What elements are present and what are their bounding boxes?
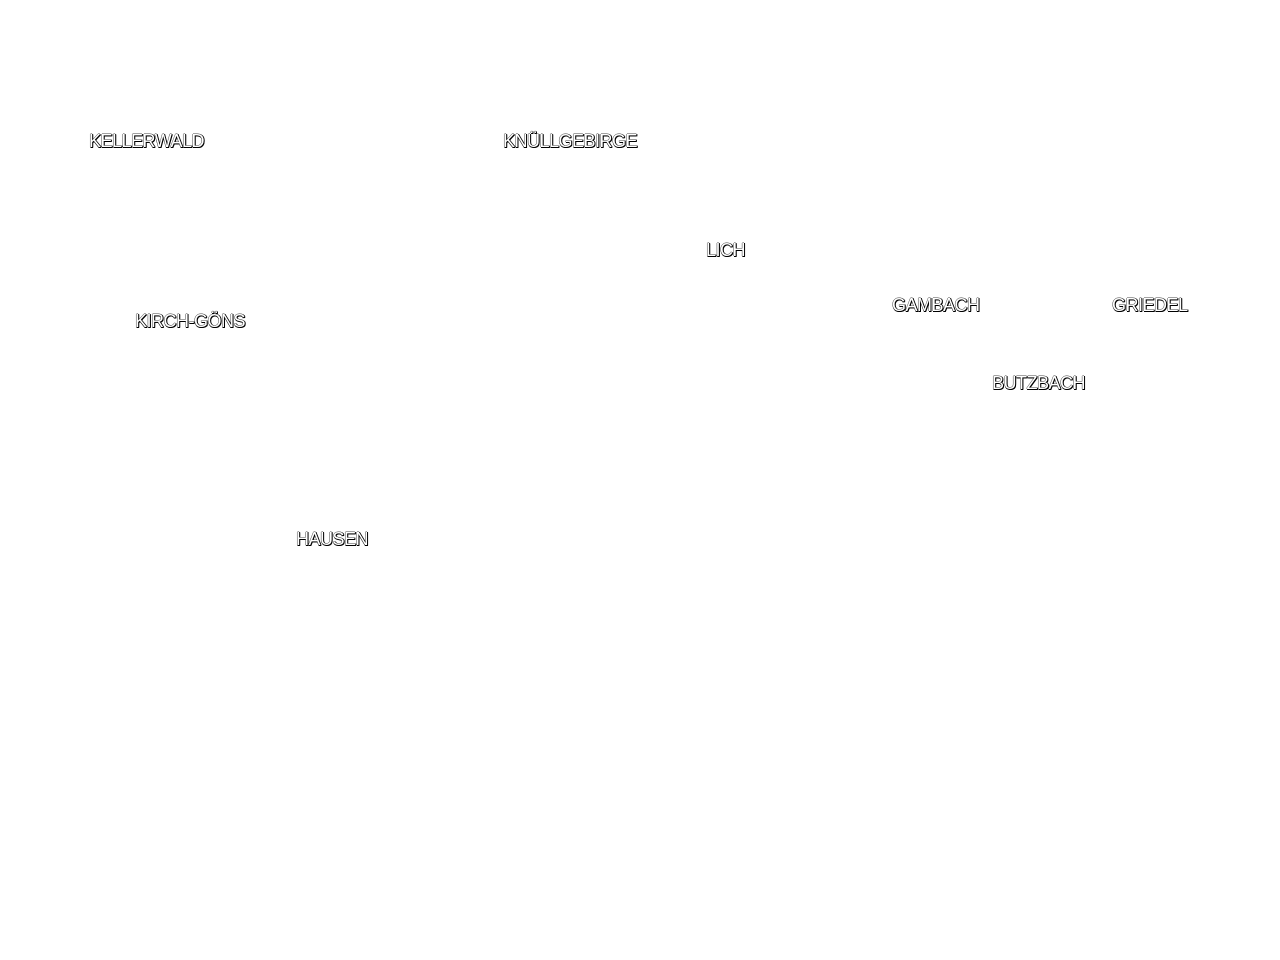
place-label-griedel: GRIEDEL xyxy=(1112,295,1188,315)
place-label-knullgebirge: KNÜLLGEBIRGE xyxy=(503,131,638,151)
place-label-butzbach: BUTZBACH xyxy=(992,373,1086,393)
place-label-kirch-gons: KIRCH-GÖNS xyxy=(135,311,246,331)
place-label-gambach: GAMBACH xyxy=(892,295,980,315)
place-label-lich: LICH xyxy=(706,240,746,260)
place-label-kellerwald: KELLERWALD xyxy=(89,131,205,151)
place-label-hausen: HAUSEN xyxy=(296,529,369,549)
